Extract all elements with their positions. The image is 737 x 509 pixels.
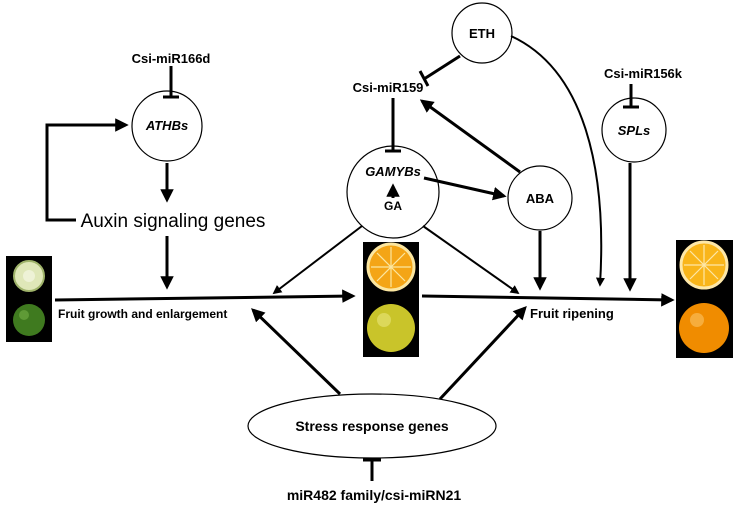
node-stress (247, 393, 497, 459)
label-eth: ETH (469, 26, 495, 41)
label-ga: GA (384, 199, 402, 213)
label-csi-mir159: Csi-miR159 (353, 80, 424, 95)
label-stress: Stress response genes (295, 418, 449, 434)
edge-eth-bar (418, 70, 430, 87)
edge-stress-to-ripening (438, 306, 527, 401)
label-fruit-ripening: Fruit ripening (530, 306, 614, 321)
edge-aba-to-mir159 (419, 99, 521, 174)
label-mir482: miR482 family/csi-miRN21 (287, 487, 462, 503)
photo-early-stage (6, 256, 52, 342)
node-aba (507, 165, 573, 231)
edge-gamybs-to-aba (423, 176, 507, 201)
edge-eth-to-ripening (510, 35, 605, 287)
edge-stress-to-growth (251, 308, 342, 396)
label-athbs: ATHBs (145, 118, 188, 133)
photo-middle-stage (363, 242, 419, 357)
timeline-arrow-ripening (421, 293, 675, 307)
label-fruit-growth: Fruit growth and enlargement (58, 307, 227, 321)
edge-ga-to-growth (272, 225, 363, 295)
edge-eth-inhibits-mir159 (423, 54, 461, 81)
node-athbs (131, 90, 203, 162)
label-csi-mir156k: Csi-miR156k (604, 66, 683, 81)
node-eth (451, 2, 513, 64)
label-spls: SPLs (618, 123, 651, 138)
timeline-arrow-growth (54, 289, 356, 303)
photo-ripe-stage (676, 240, 733, 358)
node-spls (601, 97, 667, 163)
edge-auxin-feedback-athbs (45, 118, 129, 222)
label-csi-mir166d: Csi-miR166d (132, 51, 211, 66)
edge-ga-to-ripening (422, 225, 520, 295)
label-gamybs: GAMYBs (365, 164, 421, 179)
label-aba: ABA (526, 191, 555, 206)
label-auxin: Auxin signaling genes (81, 211, 266, 232)
